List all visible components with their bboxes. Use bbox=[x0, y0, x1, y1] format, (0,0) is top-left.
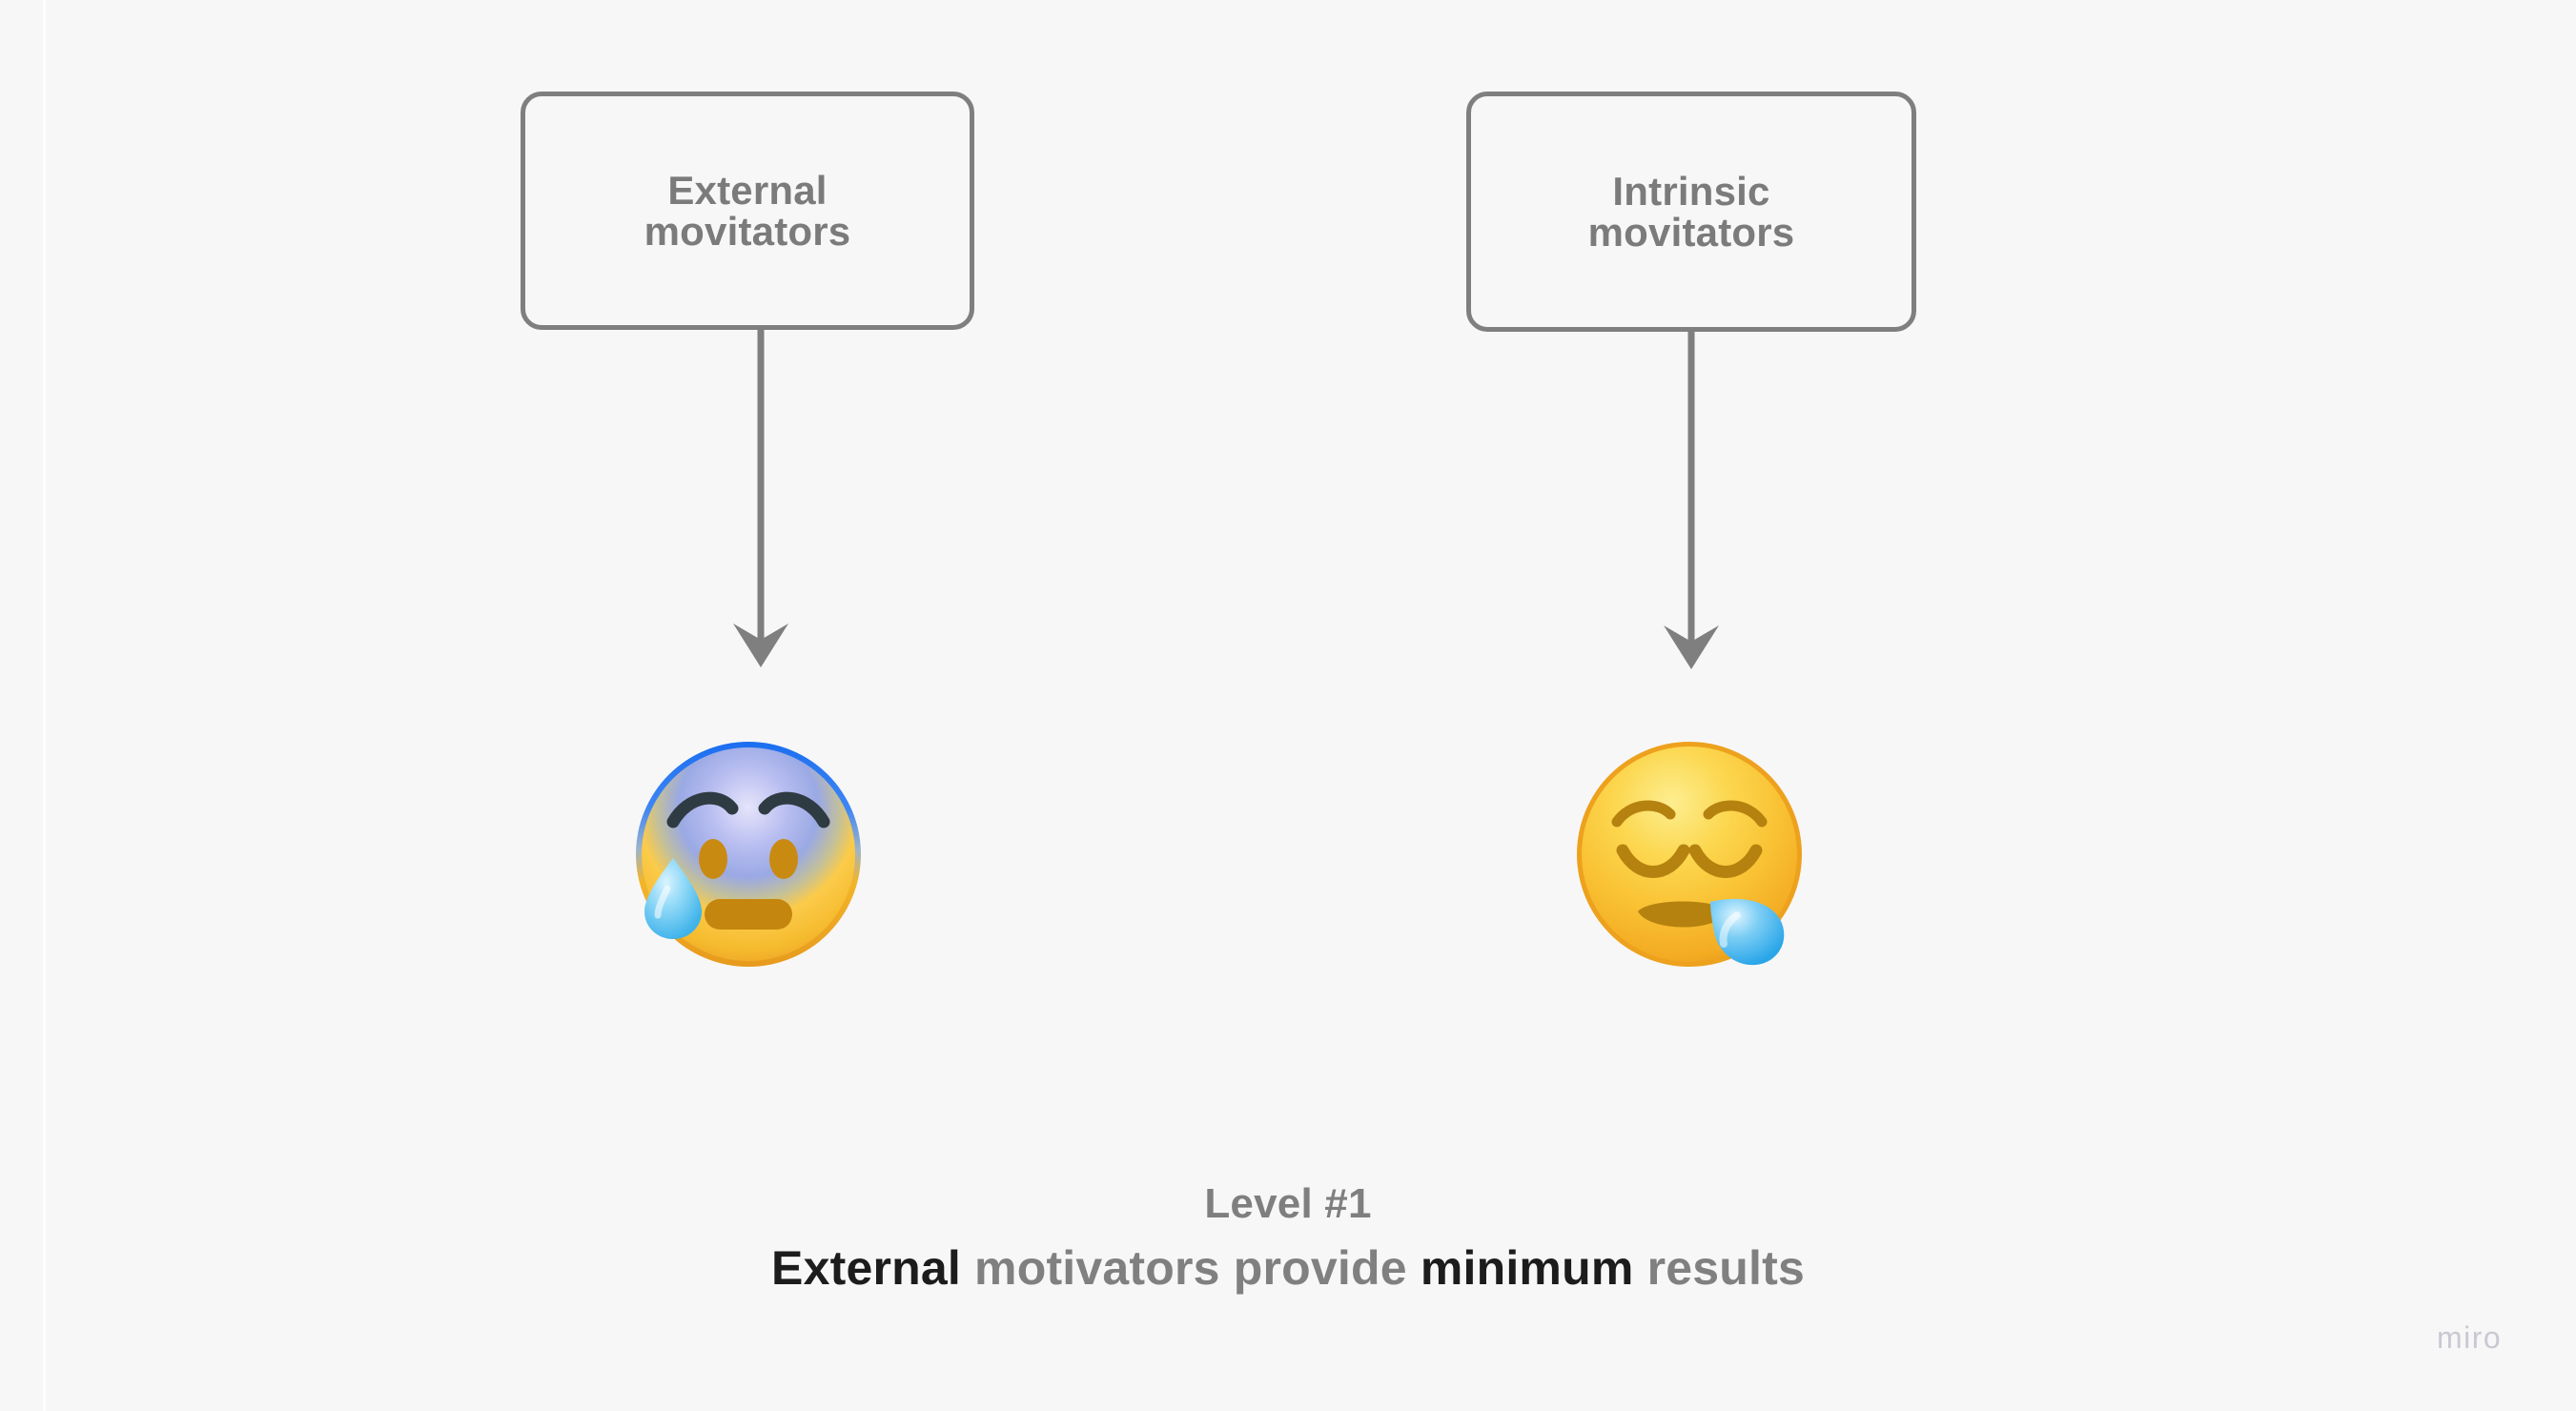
connector-intrinsic-to-emoji[interactable] bbox=[1644, 330, 1739, 673]
sleepy-face-emoji[interactable] bbox=[1575, 734, 1818, 977]
arrow-down-icon bbox=[733, 328, 788, 667]
node-intrinsic-movitators-label: Intrinsic movitators bbox=[1587, 168, 1795, 255]
sleepy-face-icon bbox=[1577, 742, 1802, 967]
board-left-guide-line bbox=[43, 0, 46, 1411]
arrow-down-icon bbox=[1664, 330, 1719, 669]
caption-word-results: results bbox=[1633, 1240, 1805, 1295]
caption-word-external: External bbox=[771, 1240, 961, 1295]
miro-watermark: miro bbox=[2437, 1320, 2503, 1355]
caption-statement: External motivators provide minimum resu… bbox=[0, 1240, 2576, 1297]
node-external-movitators-label: External movitators bbox=[644, 167, 851, 254]
caption-word-minimum: minimum bbox=[1420, 1240, 1634, 1295]
node-intrinsic-movitators[interactable]: Intrinsic movitators bbox=[1466, 92, 1916, 332]
caption-block: Level #1 External motivators provide min… bbox=[0, 1179, 2576, 1297]
anxious-face-with-sweat-icon bbox=[636, 742, 861, 967]
caption-level: Level #1 bbox=[1204, 1180, 1372, 1227]
connector-external-to-emoji[interactable] bbox=[713, 328, 808, 671]
node-external-movitators[interactable]: External movitators bbox=[521, 92, 974, 330]
anxious-face-with-sweat-emoji[interactable] bbox=[629, 734, 868, 977]
caption-word-motivators-provide: motivators provide bbox=[960, 1240, 1421, 1295]
